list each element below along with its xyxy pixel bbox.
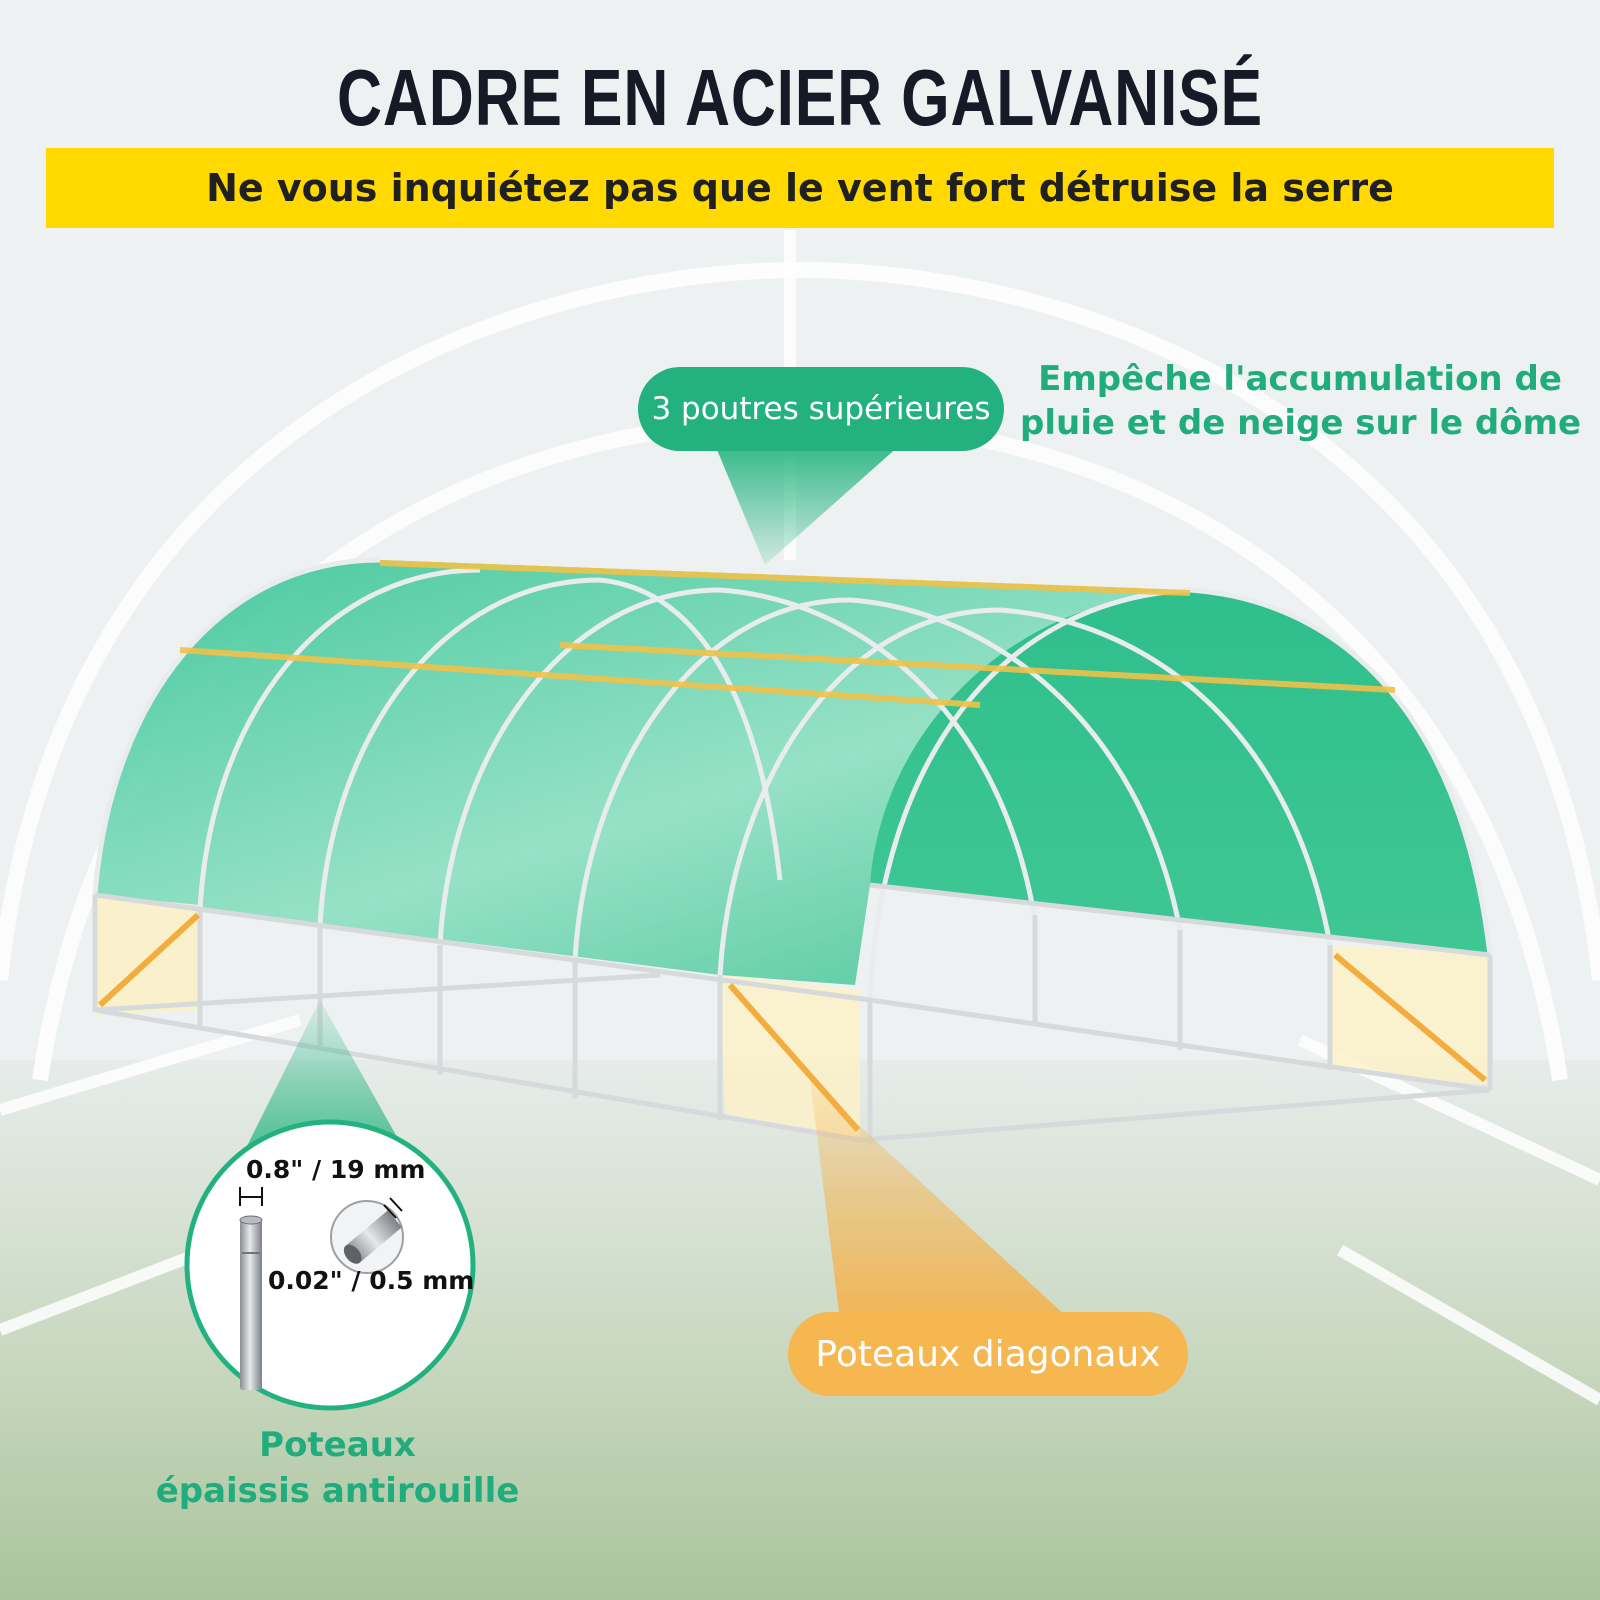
- posts-caption: Poteaux épaissis antirouille: [150, 1422, 525, 1514]
- dome-note-line1: Empêche l'accumulation de: [1038, 359, 1562, 399]
- tagline-banner: Ne vous inquiétez pas que le vent fort d…: [46, 148, 1554, 228]
- pipe-diameter-label: 0.8" / 19 mm: [246, 1155, 426, 1184]
- posts-caption-line2: épaissis antirouille: [155, 1471, 520, 1511]
- wall-thickness-label: 0.02" / 0.5 mm: [268, 1266, 475, 1295]
- diagonal-posts-label: Poteaux diagonaux: [788, 1312, 1188, 1396]
- top-beams-label: 3 poutres supérieures: [638, 367, 1004, 451]
- posts-caption-line1: Poteaux: [259, 1425, 416, 1465]
- diagonal-posts-text: Poteaux diagonaux: [815, 1333, 1161, 1375]
- dome-note: Empêche l'accumulation de pluie et de ne…: [1020, 357, 1582, 445]
- page-title: CADRE EN ACIER GALVANISÉ: [337, 53, 1263, 142]
- tagline-text: Ne vous inquiétez pas que le vent fort d…: [206, 166, 1394, 210]
- dome-note-line2: pluie et de neige sur le dôme: [1020, 403, 1582, 443]
- top-beams-text: 3 poutres supérieures: [651, 391, 991, 427]
